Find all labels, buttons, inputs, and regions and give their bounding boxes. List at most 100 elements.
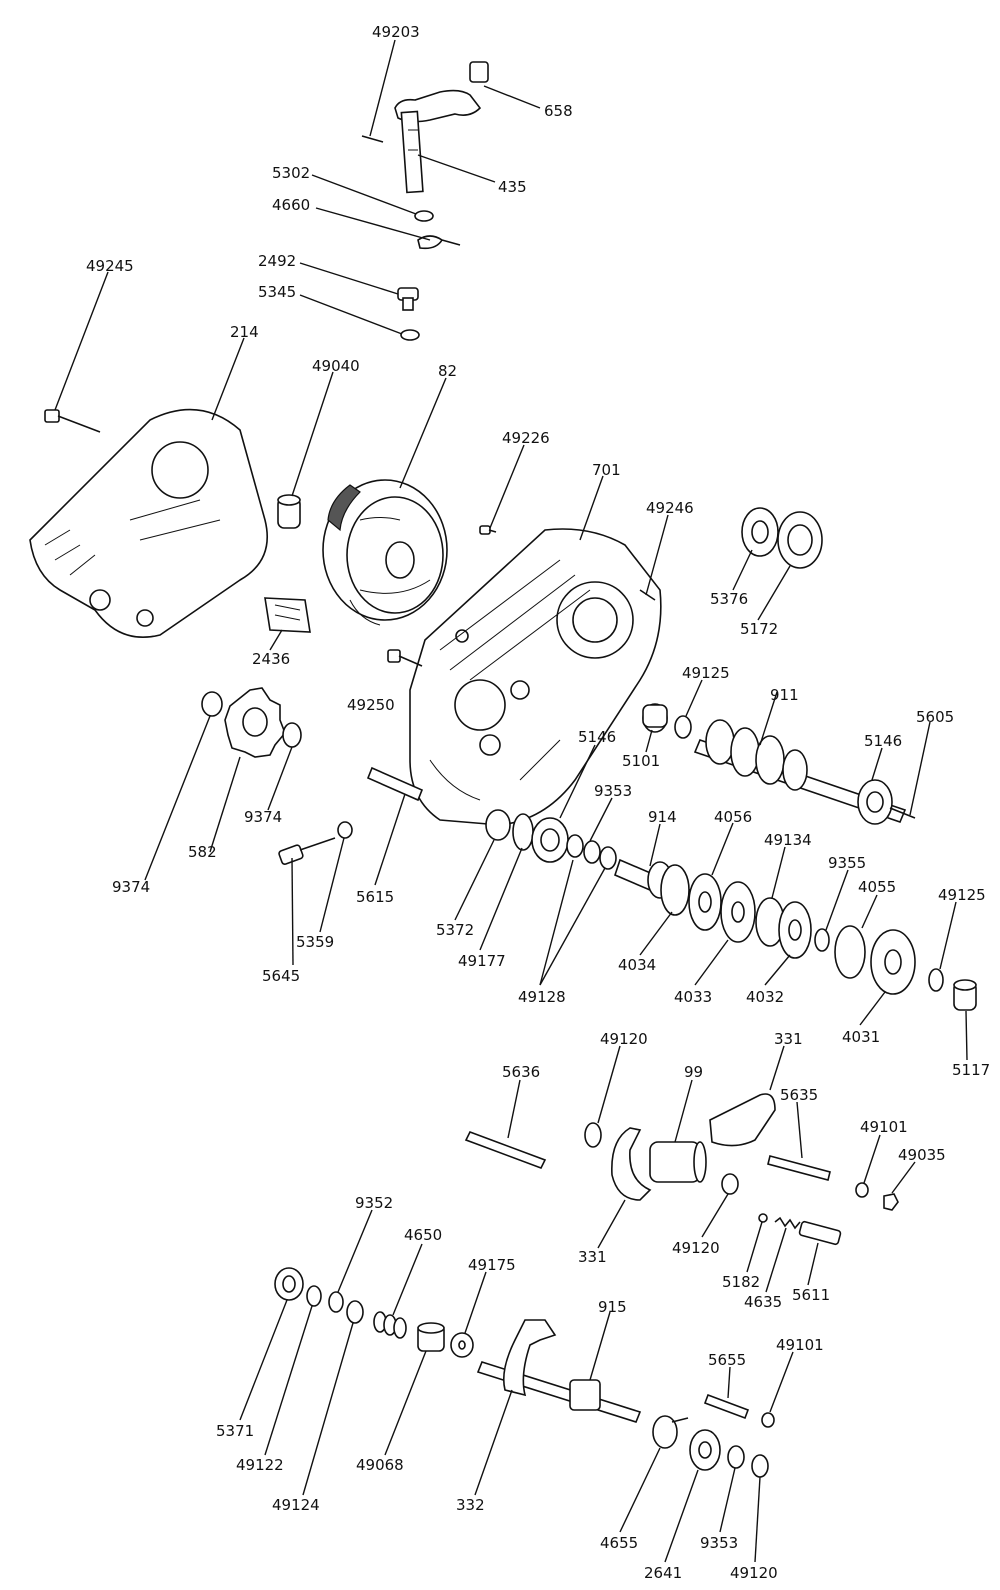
bearing-5146-upper xyxy=(857,779,893,825)
label-49246: 49246 xyxy=(646,499,694,517)
label-4055: 4055 xyxy=(858,878,896,896)
fork-331-left xyxy=(611,1127,652,1201)
shaft-911 xyxy=(693,719,907,823)
label-214: 214 xyxy=(230,323,259,341)
label-4660: 4660 xyxy=(272,196,310,214)
washer-9355 xyxy=(814,928,830,952)
contact-plate-2436 xyxy=(264,597,311,633)
label-5117: 5117 xyxy=(952,1061,990,1079)
label-49040: 49040 xyxy=(312,357,360,375)
stator-82 xyxy=(322,479,448,626)
spring-4650 xyxy=(373,1311,407,1339)
bolt-2492 xyxy=(397,287,419,311)
label-5372: 5372 xyxy=(436,921,474,939)
label-49245: 49245 xyxy=(86,257,134,275)
label-2641: 2641 xyxy=(644,1564,682,1582)
screw-49226 xyxy=(479,525,497,535)
clip-9352 xyxy=(328,1291,344,1313)
washer-49120-lower xyxy=(751,1454,769,1478)
label-5605: 5605 xyxy=(916,708,954,726)
label-5655: 5655 xyxy=(708,1351,746,1369)
bushing-2641 xyxy=(689,1429,721,1471)
gear-4031 xyxy=(870,929,916,995)
label-49122: 49122 xyxy=(236,1456,284,1474)
label-4034: 4034 xyxy=(618,956,656,974)
label-4056: 4056 xyxy=(714,808,752,826)
label-4031: 4031 xyxy=(842,1028,880,1046)
washer-9353-lower xyxy=(727,1445,745,1469)
gear-4033 xyxy=(720,881,756,943)
label-49177: 49177 xyxy=(458,952,506,970)
gear-4032 xyxy=(778,901,812,959)
gear-4056 xyxy=(688,873,722,931)
label-9352: 9352 xyxy=(355,1194,393,1212)
label-5101: 5101 xyxy=(622,752,660,770)
label-2436: 2436 xyxy=(252,650,290,668)
label-5611: 5611 xyxy=(792,1286,830,1304)
label-658: 658 xyxy=(544,102,573,120)
pin-49246 xyxy=(639,589,656,601)
label-49035: 49035 xyxy=(898,1146,946,1164)
label-82: 82 xyxy=(438,362,457,380)
label-5302: 5302 xyxy=(272,164,310,182)
gear-4055 xyxy=(834,925,866,979)
label-5615: 5615 xyxy=(356,888,394,906)
rod-5615 xyxy=(366,766,424,802)
label-4635: 4635 xyxy=(744,1293,782,1311)
rod-5636 xyxy=(464,1130,547,1170)
label-5359: 5359 xyxy=(296,933,334,951)
leader-lines xyxy=(54,39,968,1563)
label-5635: 5635 xyxy=(780,1086,818,1104)
label-9355: 9355 xyxy=(828,854,866,872)
label-4032: 4032 xyxy=(746,988,784,1006)
label-914: 914 xyxy=(648,808,677,826)
washer-49120-mid xyxy=(721,1173,739,1195)
label-5345: 5345 xyxy=(258,283,296,301)
bolt-49250 xyxy=(387,649,423,667)
label-915: 915 xyxy=(598,1298,627,1316)
label-5645: 5645 xyxy=(262,967,300,985)
label-331-left: 331 xyxy=(578,1248,607,1266)
part-labels: 49203 658 435 5302 4660 2492 5345 49245 … xyxy=(86,23,990,1582)
bushing-5117 xyxy=(953,979,977,1011)
label-582: 582 xyxy=(188,843,217,861)
label-4655: 4655 xyxy=(600,1534,638,1552)
washer-5345 xyxy=(400,329,420,341)
label-49120-upper: 49120 xyxy=(600,1030,648,1048)
plunger-5611 xyxy=(798,1220,842,1246)
fork-331-right xyxy=(709,1093,776,1147)
label-9353-lower: 9353 xyxy=(700,1534,738,1552)
bearing-5172 xyxy=(777,511,823,569)
label-2492: 2492 xyxy=(258,252,296,270)
sprocket-582 xyxy=(224,687,286,758)
spring-4635 xyxy=(774,1216,801,1230)
label-49134: 49134 xyxy=(764,831,812,849)
washer-49125-lower xyxy=(928,968,944,992)
label-701: 701 xyxy=(592,461,621,479)
bearing-5146-lower xyxy=(531,817,569,863)
clip-9374-left xyxy=(201,691,223,717)
label-49101-upper: 49101 xyxy=(860,1118,908,1136)
label-99: 99 xyxy=(684,1063,703,1081)
label-4650: 4650 xyxy=(404,1226,442,1244)
label-331-right: 331 xyxy=(774,1030,803,1048)
label-49128: 49128 xyxy=(518,988,566,1006)
label-4033: 4033 xyxy=(674,988,712,1006)
bolt-49245 xyxy=(44,409,101,433)
crankcase-701 xyxy=(409,528,662,826)
drum-99 xyxy=(649,1141,707,1183)
label-49120-mid: 49120 xyxy=(672,1239,720,1257)
washer-49125-upper xyxy=(674,715,692,739)
shaft-5645 xyxy=(278,837,336,865)
label-49175: 49175 xyxy=(468,1256,516,1274)
pin-5605 xyxy=(889,807,916,819)
washer-49177 xyxy=(512,813,534,851)
bushing-5101 xyxy=(642,703,668,733)
ball-5182 xyxy=(758,1213,768,1223)
pin-5635 xyxy=(767,1155,831,1181)
label-49203: 49203 xyxy=(372,23,420,41)
gear-4034 xyxy=(660,864,690,916)
shift-lever-part xyxy=(361,61,489,194)
label-332: 332 xyxy=(456,1496,485,1514)
ratchet-4655 xyxy=(652,1415,689,1449)
